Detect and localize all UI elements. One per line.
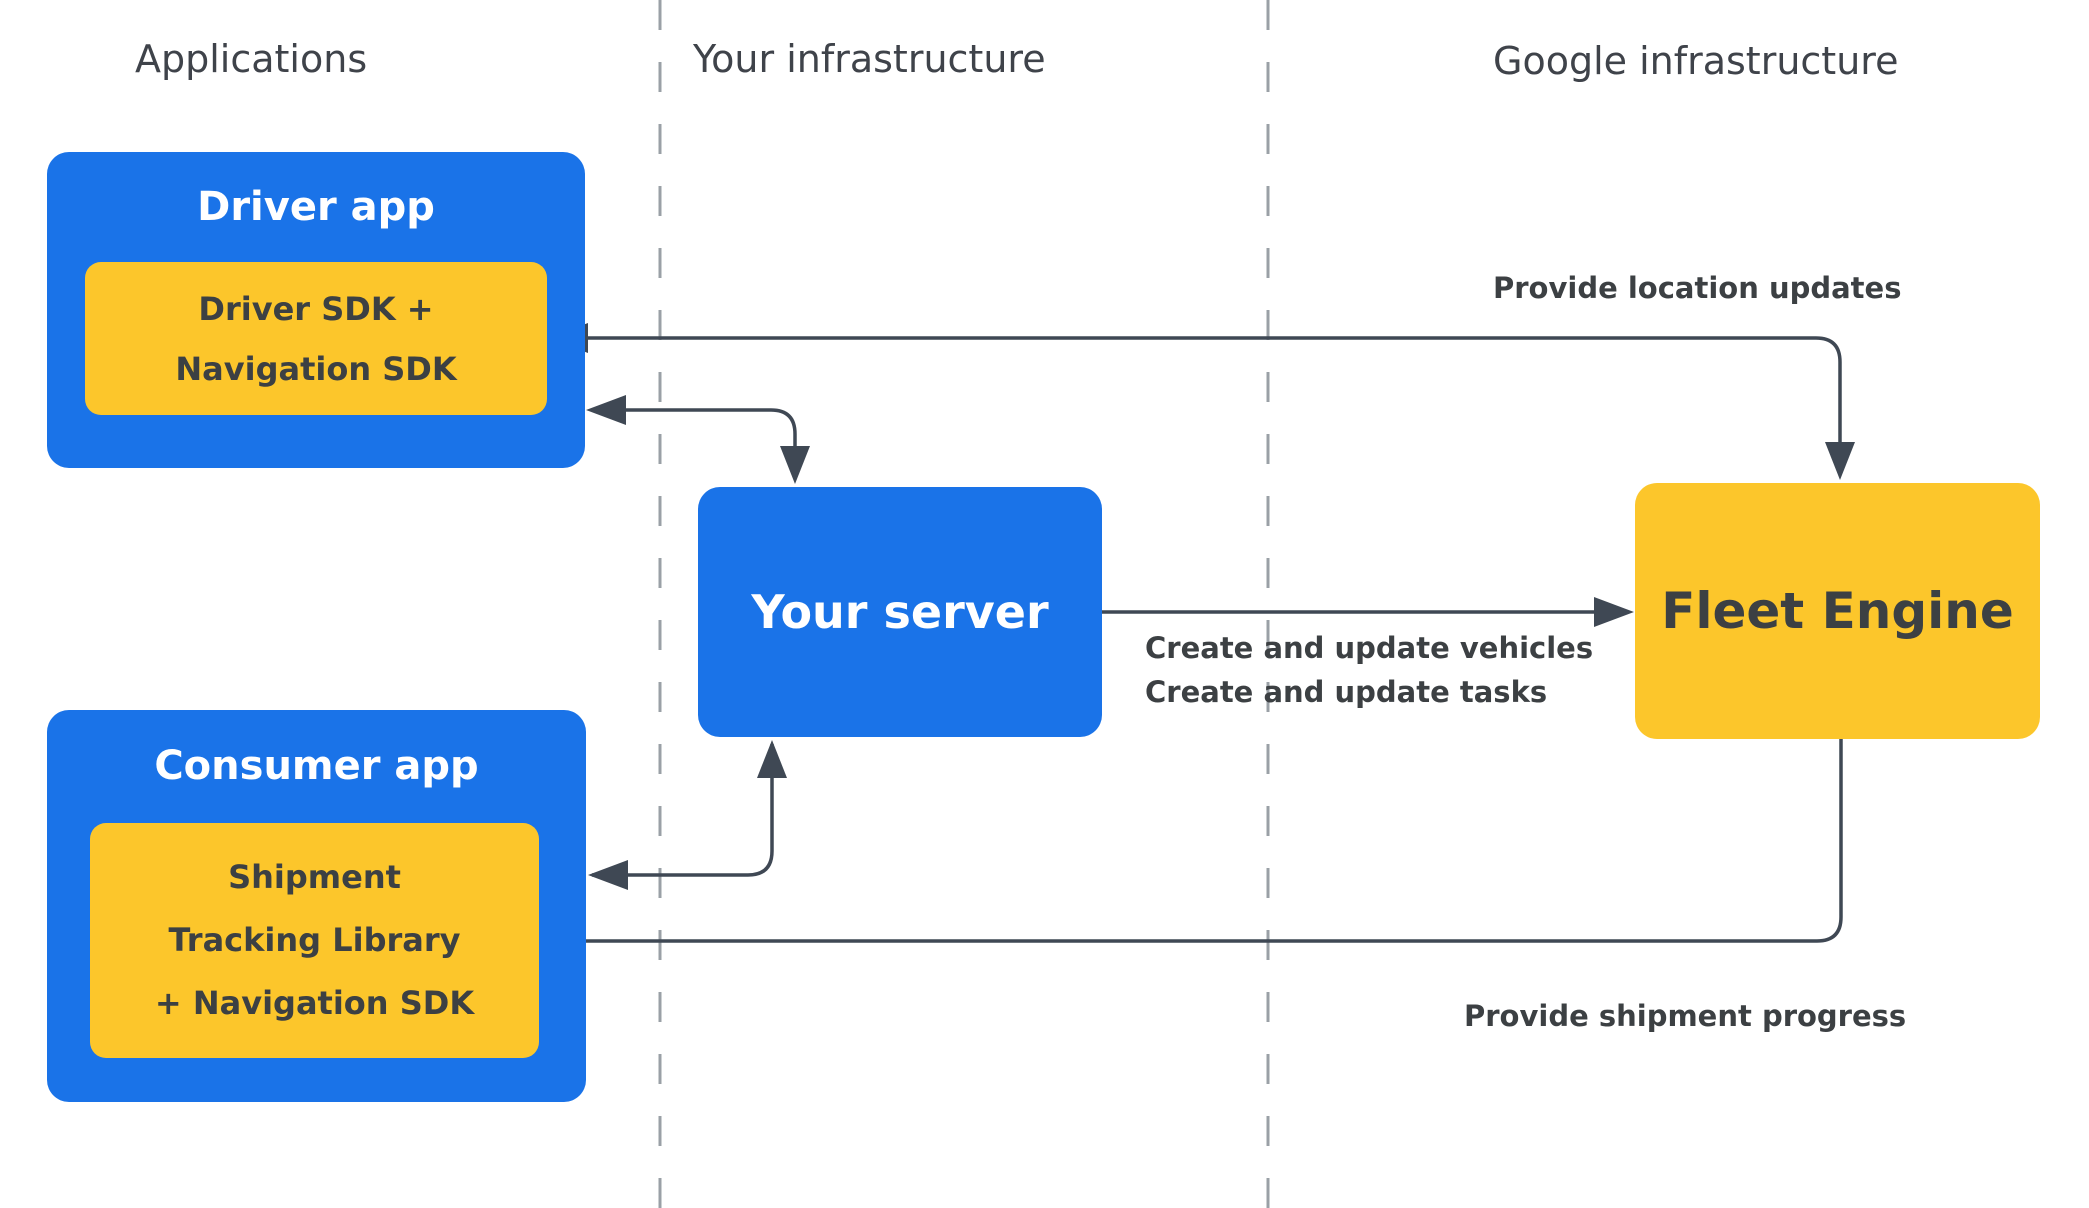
arrowhead-into-driver-app — [586, 395, 626, 425]
your-server-node: Your server — [698, 487, 1102, 737]
shipment-library-line3: + Navigation SDK — [154, 984, 475, 1022]
driver-sdk-line1: Driver SDK + — [198, 289, 434, 328]
arrowhead-into-fleet-engine-top — [1825, 442, 1855, 480]
fleet-engine-node: Fleet Engine — [1635, 483, 2040, 739]
shipment-library-line1: Shipment — [228, 858, 401, 896]
edge-driver-app-your-server — [592, 408, 797, 450]
shipment-tracking-library-node: Shipment Tracking Library + Navigation S… — [90, 823, 539, 1058]
edge-shipment-progress — [550, 739, 1843, 943]
consumer-app-title: Consumer app — [154, 743, 479, 789]
arrowhead-into-consumer-app — [588, 860, 628, 890]
column-title-google-infrastructure: Google infrastructure — [1493, 39, 1899, 83]
driver-sdk-node: Driver SDK + Navigation SDK — [85, 262, 547, 415]
edge-consumer-app-your-server — [592, 744, 774, 877]
arrowhead-into-your-server-top — [780, 446, 810, 484]
column-title-your-infrastructure: Your infrastructure — [693, 37, 1046, 81]
edge-location-updates — [554, 336, 1842, 446]
edge-label-create-vehicles: Create and update vehicles — [1145, 631, 1594, 665]
edge-label-create-update: Create and update vehicles Create and up… — [1145, 626, 1593, 714]
edge-label-create-tasks: Create and update tasks — [1145, 675, 1548, 709]
consumer-app-node: Consumer app Shipment Tracking Library +… — [47, 710, 586, 1102]
edge-label-shipment-progress: Provide shipment progress — [1464, 999, 1907, 1033]
driver-app-node: Driver app Driver SDK + Navigation SDK — [47, 152, 585, 468]
arrowhead-into-fleet-engine-left — [1594, 597, 1634, 627]
shipment-library-line2: Tracking Library — [168, 921, 461, 959]
driver-app-title: Driver app — [197, 184, 435, 230]
arrowhead-into-your-server-bottom — [757, 740, 787, 778]
edge-label-location-updates: Provide location updates — [1493, 271, 1902, 305]
column-title-applications: Applications — [135, 37, 368, 81]
driver-sdk-line2: Navigation SDK — [175, 349, 457, 388]
